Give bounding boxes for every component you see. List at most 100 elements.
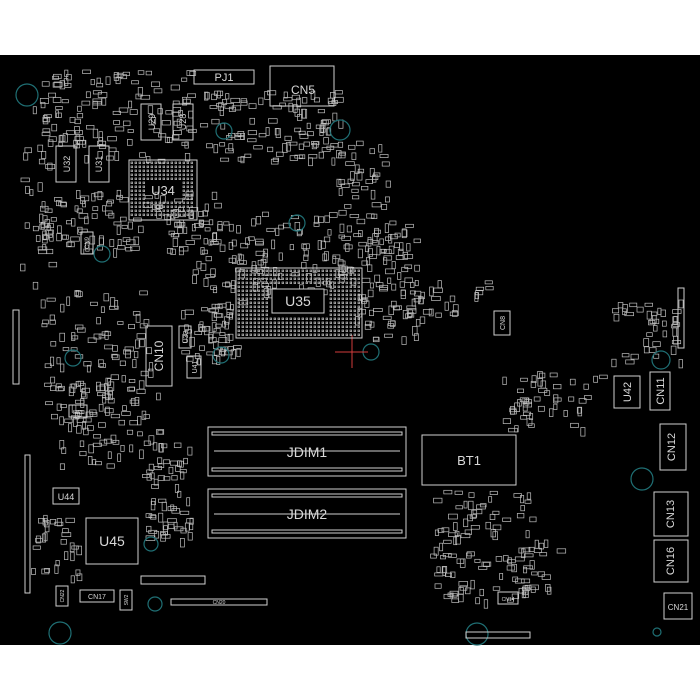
bga-ball <box>150 161 153 164</box>
smd-pad <box>336 150 342 159</box>
bga-ball <box>142 165 145 168</box>
smd-pad <box>77 410 82 417</box>
bga-ball <box>337 281 340 284</box>
left-edge-strip[interactable] <box>24 454 31 594</box>
smd-pad <box>356 218 366 225</box>
smd-pad <box>385 268 395 275</box>
component-u41[interactable]: U41 <box>186 355 202 379</box>
component-u32[interactable]: U32 <box>55 145 77 183</box>
component-pj1[interactable]: PJ1 <box>193 69 255 85</box>
smd-pad <box>120 445 125 452</box>
bga-ball <box>325 329 328 332</box>
component-u45[interactable]: U45 <box>85 517 139 565</box>
bga-ball <box>337 289 340 292</box>
component-u35[interactable]: U35 <box>235 267 363 339</box>
smd-pad <box>41 151 47 159</box>
component-cn16[interactable]: CN16 <box>653 539 689 583</box>
component-cn10[interactable]: CN10 <box>145 325 173 387</box>
component-sw2[interactable]: SW2 <box>119 589 133 611</box>
component-u31[interactable]: U31 <box>88 145 110 183</box>
smd-pad <box>508 427 518 433</box>
smd-pad <box>203 278 209 287</box>
smd-pad <box>384 223 389 233</box>
component-jdim2[interactable]: JDIM2 <box>207 488 407 539</box>
label-cn21: CN21 <box>668 603 689 612</box>
component-u29[interactable]: U29 <box>140 103 162 141</box>
smd-pad <box>44 568 50 573</box>
bga-ball <box>337 273 340 276</box>
bga-ball <box>253 305 256 308</box>
smd-pad <box>35 235 41 242</box>
component-sw1[interactable]: SW1 <box>68 404 88 418</box>
smd-pad <box>173 120 181 126</box>
component-cn20[interactable]: CN20 <box>170 598 268 606</box>
smd-pad <box>87 456 93 465</box>
smd-pad <box>211 303 221 309</box>
bga-ball <box>190 173 193 176</box>
bga-ball <box>138 205 141 208</box>
smd-pad <box>225 93 230 100</box>
bga-ball <box>170 161 173 164</box>
component-cn14[interactable]: CN14 <box>497 591 519 605</box>
component-cn21[interactable]: CN21 <box>663 592 693 620</box>
component-u28[interactable]: U28 <box>172 103 194 141</box>
component-cn13[interactable]: CN13 <box>653 491 689 537</box>
component-u44[interactable]: U44 <box>52 487 80 505</box>
component-bt1[interactable]: BT1 <box>421 434 517 486</box>
smd-pad <box>35 535 41 544</box>
bga-ball <box>285 321 288 324</box>
bga-ball <box>130 169 133 172</box>
bga-ball <box>305 325 308 328</box>
label-cn17: CN17 <box>88 594 106 601</box>
smd-pad <box>83 427 89 436</box>
smd-pad <box>338 271 345 276</box>
smd-pad <box>202 210 208 217</box>
component-cn17[interactable]: CN17 <box>79 589 115 603</box>
bga-ball <box>337 297 340 300</box>
bga-ball <box>357 293 360 296</box>
smd-pad <box>369 148 375 155</box>
smd-pad <box>492 586 501 591</box>
bottom-right-pads[interactable] <box>465 631 531 639</box>
bga-ball <box>265 293 268 296</box>
smd-pad <box>42 128 51 133</box>
right-edge-connector[interactable] <box>677 287 685 349</box>
smd-pad <box>381 204 388 210</box>
bga-ball <box>142 209 145 212</box>
component-u34[interactable]: U34 <box>128 159 198 221</box>
bga-ball <box>249 289 252 292</box>
bga-ball <box>158 201 161 204</box>
bga-ball <box>321 329 324 332</box>
bga-ball <box>186 205 189 208</box>
bga-ball <box>313 273 316 276</box>
smd-pad <box>24 147 32 154</box>
smd-pad <box>100 306 105 313</box>
component-cn5[interactable]: CN5 <box>269 65 335 107</box>
smd-pad <box>89 235 96 245</box>
component-cn12[interactable]: CN12 <box>659 423 687 471</box>
component-u33[interactable]: U33 <box>178 325 192 349</box>
smd-pad <box>361 186 369 191</box>
component-jdim1[interactable]: JDIM1 <box>207 426 407 477</box>
component-cn9[interactable]: CN9 <box>80 231 94 255</box>
component-cn11[interactable]: CN11 <box>649 371 671 411</box>
bga-ball <box>257 281 260 284</box>
bga-ball <box>309 317 312 320</box>
smd-pad <box>422 309 433 315</box>
smd-pad <box>341 183 350 188</box>
smd-pad <box>522 585 529 596</box>
bga-ball <box>142 161 145 164</box>
smd-pad <box>503 555 509 562</box>
component-cn8[interactable]: CN8 <box>493 310 511 336</box>
component-u42[interactable]: U42 <box>613 375 641 409</box>
bga-ball <box>333 281 336 284</box>
smd-pad <box>388 305 394 315</box>
bga-ball <box>333 325 336 328</box>
bottom-pad-row[interactable] <box>140 575 206 585</box>
bga-ball <box>349 333 352 336</box>
smd-pad <box>248 236 255 241</box>
bga-ball <box>273 277 276 280</box>
left-edge-connector[interactable] <box>12 309 20 385</box>
component-cn22[interactable]: CN22 <box>55 585 69 607</box>
smd-pad <box>92 459 97 466</box>
